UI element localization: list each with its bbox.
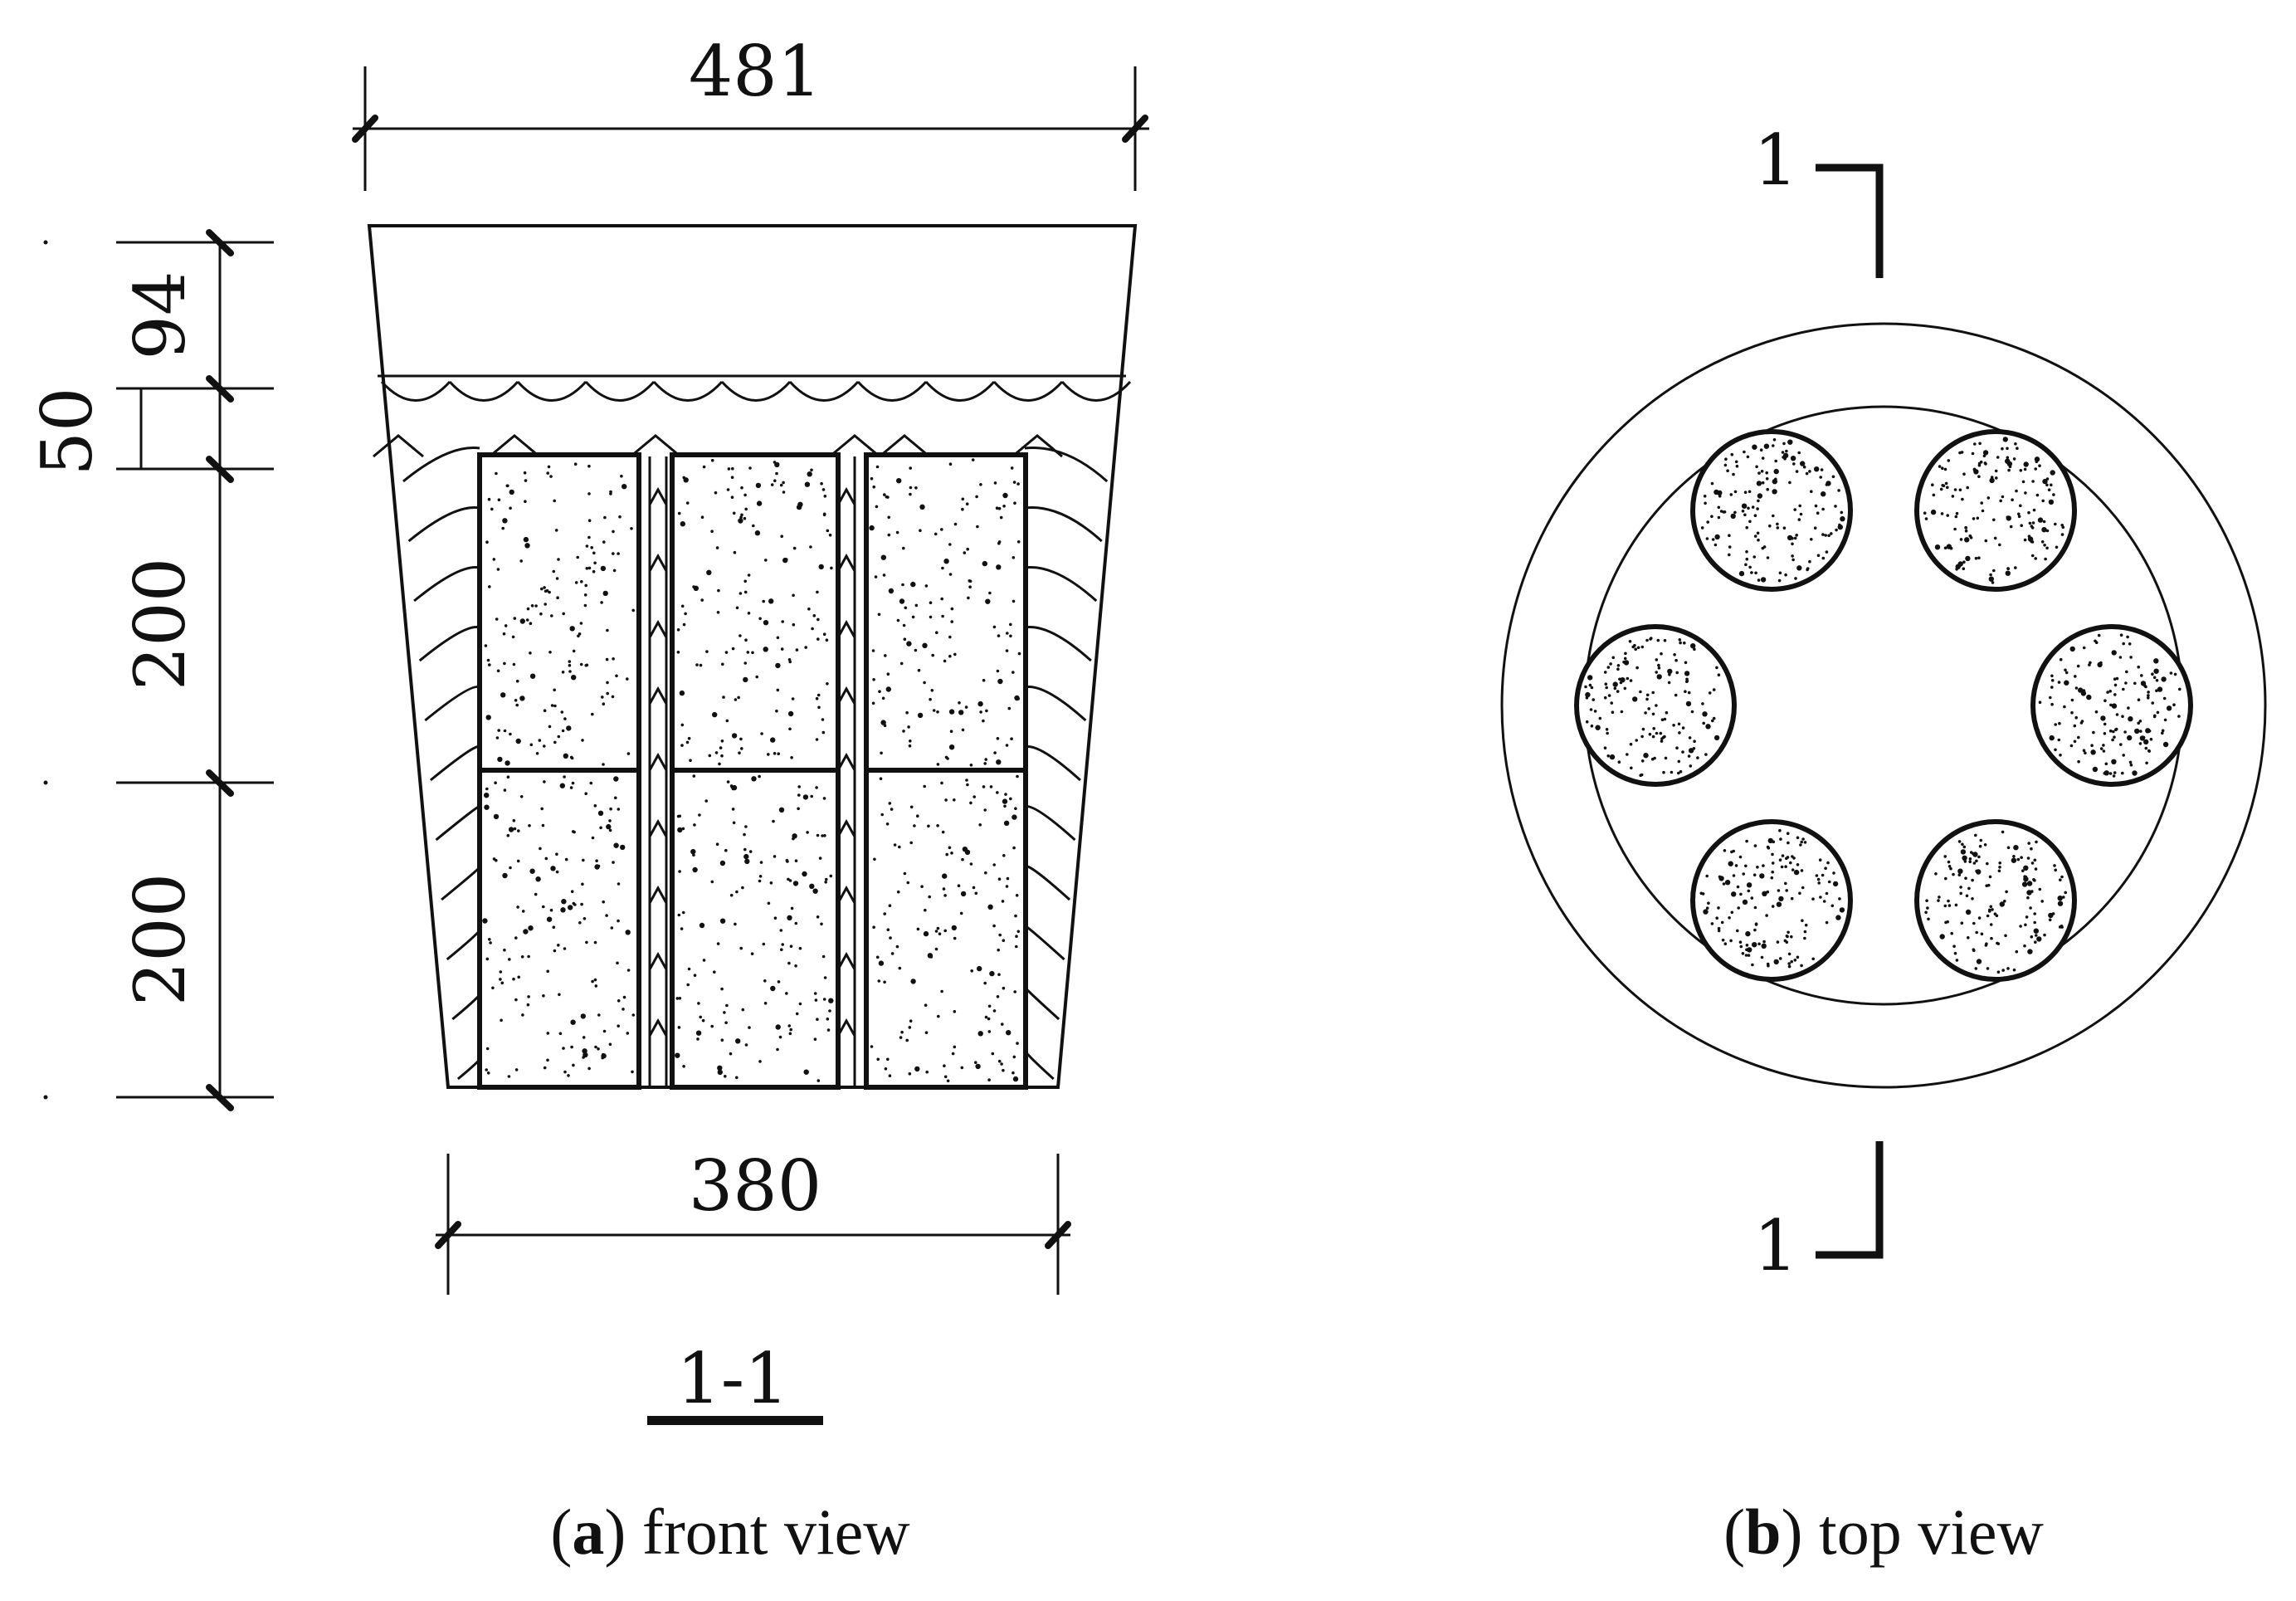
section-cut-bottom: 1 <box>1753 1141 1884 1286</box>
container-outline <box>367 224 1138 1089</box>
cylinders-top <box>1574 429 2193 982</box>
dim-bottom-width-label: 380 <box>689 1145 821 1227</box>
dimension-heights: 94 50 200 200 <box>27 229 274 1111</box>
cylinders-front <box>477 452 1028 1090</box>
dimension-top-width: 481 <box>352 31 1149 191</box>
caption-front-view: (a) front view <box>550 1496 909 1568</box>
outer-ring <box>1500 322 2267 1089</box>
dim-top-width-label: 481 <box>689 31 821 112</box>
dim-h-lower-label: 200 <box>119 873 201 1006</box>
front-view: 481 94 50 200 200 <box>27 31 1149 1568</box>
dimension-bottom-width: 380 <box>435 1145 1071 1295</box>
cut-bottom-label: 1 <box>1753 1205 1797 1286</box>
caption-top-view: (b) top view <box>1723 1496 2044 1568</box>
dim-h-upper-label: 200 <box>119 558 201 691</box>
dim-h-top-label: 94 <box>119 271 201 360</box>
section-label: 1-1 <box>676 1338 788 1419</box>
section-cut-top: 1 <box>1753 120 1884 278</box>
section-underline <box>647 1416 823 1425</box>
cut-top-label: 1 <box>1753 120 1797 201</box>
fill-pattern <box>373 380 1132 1087</box>
dim-h-gap-label: 50 <box>27 388 108 476</box>
top-view: 1 1 (b) top view <box>1500 120 2267 1568</box>
